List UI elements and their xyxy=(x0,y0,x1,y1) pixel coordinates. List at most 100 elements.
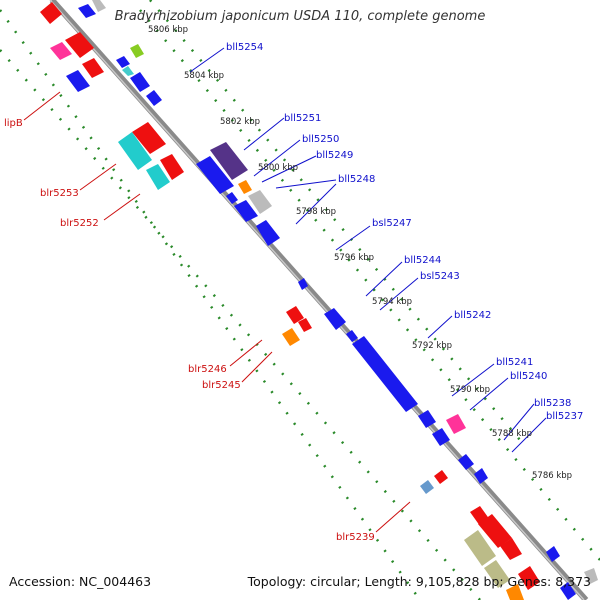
gene-arrow[interactable] xyxy=(40,2,62,24)
left-gene-labels: lipB blr5253 blr5252 blr5246 blr5245 blr… xyxy=(4,118,375,543)
leader-line xyxy=(229,339,263,367)
gene-arrow[interactable] xyxy=(82,58,104,78)
gene-arrow[interactable] xyxy=(248,190,272,214)
leader-line xyxy=(79,163,117,191)
kbp-label: 5788 kbp xyxy=(492,429,532,439)
gene-arrow[interactable] xyxy=(478,514,512,548)
gene-label[interactable]: bll5237 xyxy=(546,411,583,422)
outer-right-guide xyxy=(139,9,600,561)
gene-label[interactable]: bsl5247 xyxy=(372,218,412,229)
leader-line xyxy=(335,225,371,251)
gene-label[interactable]: bll5251 xyxy=(284,113,321,124)
gene-arrow[interactable] xyxy=(146,90,162,106)
gene-arrow[interactable] xyxy=(346,330,358,342)
gene-arrow[interactable] xyxy=(352,336,418,412)
kbp-label: 5804 kbp xyxy=(184,71,224,81)
gene-arrow[interactable] xyxy=(50,42,72,60)
leader-line xyxy=(275,179,337,189)
gene-arrow[interactable] xyxy=(464,530,496,566)
kbp-scale: 5806 kbp 5804 kbp 5802 kbp 5800 kbp 5798… xyxy=(148,25,572,481)
gene-arrow[interactable] xyxy=(146,164,170,190)
gene-arrow[interactable] xyxy=(506,584,524,600)
gene-arrow[interactable] xyxy=(446,414,466,434)
gene-label[interactable]: blr5253 xyxy=(40,188,79,199)
gene-label[interactable]: blr5246 xyxy=(188,364,227,375)
leader-line xyxy=(189,47,225,73)
genome-backbone xyxy=(49,0,589,600)
leader-line xyxy=(103,193,141,221)
gene-arrow[interactable] xyxy=(256,220,280,246)
genome-title: Bradyrhizobium japonicum USDA 110, compl… xyxy=(114,9,486,24)
outer-left-guide xyxy=(0,9,422,600)
gene-arrow[interactable] xyxy=(500,538,522,560)
gene-arrow[interactable] xyxy=(65,32,94,58)
gene-arrow[interactable] xyxy=(560,582,576,600)
gene-arrow[interactable] xyxy=(226,192,238,204)
leader-line xyxy=(511,417,547,453)
leader-line xyxy=(23,91,61,121)
leader-line xyxy=(469,377,509,411)
leader-line xyxy=(451,363,495,397)
gene-arrow[interactable] xyxy=(130,44,144,58)
label-leader-lines xyxy=(23,47,547,533)
gene-arrow[interactable] xyxy=(210,142,248,180)
leader-line xyxy=(365,261,403,297)
gene-arrow[interactable] xyxy=(420,480,434,494)
gene-arrow[interactable] xyxy=(434,470,448,484)
leader-line xyxy=(427,315,453,339)
gene-arrow[interactable] xyxy=(92,0,106,12)
gene-arrow[interactable] xyxy=(518,566,540,590)
gene-label[interactable]: bll5254 xyxy=(226,42,263,53)
genome-backbone-highlight xyxy=(49,0,585,600)
kbp-label: 5794 kbp xyxy=(372,297,412,307)
gene-label[interactable]: bll5250 xyxy=(302,134,339,145)
gene-arrow[interactable] xyxy=(298,278,308,290)
gene-arrow[interactable] xyxy=(196,156,234,194)
gene-arrow[interactable] xyxy=(234,200,258,222)
gene-label[interactable]: bll5241 xyxy=(496,357,533,368)
gene-arrow[interactable] xyxy=(78,4,96,18)
leader-line xyxy=(241,351,273,383)
gene-label[interactable]: blr5252 xyxy=(60,218,99,229)
gene-arrow[interactable] xyxy=(458,454,474,470)
gene-arrow[interactable] xyxy=(418,410,436,428)
gene-label[interactable]: bll5242 xyxy=(454,310,491,321)
leader-line xyxy=(295,183,337,225)
gene-arrow[interactable] xyxy=(324,308,346,330)
gene-arrow[interactable] xyxy=(118,132,152,170)
gene-arrow[interactable] xyxy=(298,318,312,332)
gene-arrow[interactable] xyxy=(130,72,150,92)
gene-label[interactable]: blr5245 xyxy=(202,380,241,391)
gene-arrow[interactable] xyxy=(122,66,134,76)
kbp-label: 5796 kbp xyxy=(334,253,374,263)
gene-label[interactable]: bsl5243 xyxy=(420,271,460,282)
gene-arrow[interactable] xyxy=(66,70,90,92)
gene-arrow[interactable] xyxy=(286,306,304,324)
kbp-label: 5806 kbp xyxy=(148,25,188,35)
gene-label[interactable]: lipB xyxy=(4,118,23,129)
kbp-label: 5800 kbp xyxy=(258,163,298,173)
gene-arrow[interactable] xyxy=(282,328,300,346)
gene-arrow[interactable] xyxy=(132,122,166,154)
gene-label[interactable]: bll5240 xyxy=(510,371,547,382)
gene-label[interactable]: bll5248 xyxy=(338,174,375,185)
gene-arrow[interactable] xyxy=(484,560,510,588)
leader-line xyxy=(243,117,285,151)
kbp-label: 5802 kbp xyxy=(220,117,260,127)
leader-line xyxy=(253,139,301,177)
gene-label[interactable]: bll5244 xyxy=(404,255,441,266)
leader-line xyxy=(503,403,535,441)
gene-arrow[interactable] xyxy=(116,56,130,68)
gene-arrow[interactable] xyxy=(432,428,450,446)
gene-arrow[interactable] xyxy=(238,180,252,194)
gene-arrow[interactable] xyxy=(584,568,598,584)
gene-label[interactable]: bll5238 xyxy=(534,398,571,409)
right-gene-labels: bll5254 bll5251 bll5250 bll5249 bll5248 … xyxy=(226,42,583,422)
gene-arrow[interactable] xyxy=(474,468,488,484)
gene-label[interactable]: bll5249 xyxy=(316,150,353,161)
gene-arrow[interactable] xyxy=(160,154,184,180)
gene-arrow[interactable] xyxy=(546,546,560,562)
gene-label[interactable]: blr5239 xyxy=(336,532,375,543)
